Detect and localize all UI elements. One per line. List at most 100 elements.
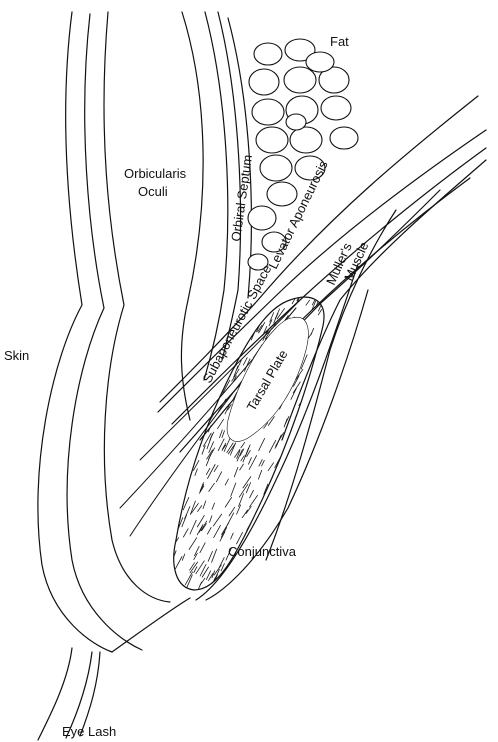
tarsal-hatch-stroke bbox=[324, 445, 327, 451]
tarsal-hatch-stroke bbox=[222, 431, 225, 438]
tarsal-hatch-stroke bbox=[329, 411, 337, 425]
tarsal-hatch-stroke bbox=[196, 332, 200, 341]
label-orbicularis-2: Oculi bbox=[138, 184, 168, 199]
tarsal-hatch-stroke bbox=[182, 515, 187, 527]
tarsal-hatch-stroke bbox=[198, 506, 202, 512]
tarsal-hatch-stroke bbox=[328, 481, 334, 491]
tarsal-hatch-stroke bbox=[299, 532, 307, 544]
tarsal-hatch-stroke bbox=[195, 289, 203, 301]
tarsal-hatch-stroke bbox=[195, 469, 198, 476]
tarsal-hatch-stroke bbox=[197, 301, 199, 307]
tarsal-hatch-stroke bbox=[302, 586, 306, 591]
tarsal-hatch-stroke bbox=[171, 510, 178, 524]
tarsal-hatch-stroke bbox=[225, 497, 231, 507]
tarsal-hatch-stroke bbox=[247, 532, 254, 542]
tarsal-hatch-stroke bbox=[177, 296, 186, 308]
tarsal-hatch-stroke bbox=[194, 567, 197, 573]
tarsal-hatch-stroke bbox=[278, 568, 282, 575]
tarsal-hatch-stroke bbox=[316, 515, 319, 522]
tarsal-hatch-stroke bbox=[297, 294, 301, 304]
tarsal-hatch-stroke bbox=[307, 435, 313, 448]
tarsal-hatch-stroke bbox=[191, 289, 199, 300]
tarsal-hatch-stroke bbox=[181, 466, 188, 479]
tarsal-hatch-stroke bbox=[324, 416, 330, 431]
tarsal-hatch-stroke bbox=[171, 439, 175, 447]
tarsal-hatch-stroke bbox=[297, 289, 303, 301]
tarsal-hatch-stroke bbox=[240, 464, 244, 470]
tarsal-hatch-stroke bbox=[178, 398, 184, 407]
tarsal-hatch-stroke bbox=[218, 419, 224, 429]
tarsal-hatch-stroke bbox=[202, 446, 205, 455]
tarsal-hatch-stroke bbox=[223, 299, 227, 305]
tarsal-hatch-stroke bbox=[249, 456, 256, 470]
tarsal-hatch-stroke bbox=[182, 554, 185, 560]
tarsal-hatch-stroke bbox=[191, 339, 199, 350]
tarsal-hatch-stroke bbox=[231, 533, 234, 539]
tarsal-hatch-stroke bbox=[186, 347, 191, 360]
tarsal-hatch-stroke bbox=[262, 509, 270, 522]
tarsal-hatch-stroke bbox=[175, 349, 180, 363]
tarsal-hatch-stroke bbox=[306, 551, 314, 563]
tarsal-hatch-stroke bbox=[259, 438, 265, 450]
tarsal-hatch-stroke bbox=[222, 523, 229, 535]
tarsal-hatch-stroke bbox=[178, 290, 181, 297]
tarsal-hatch-stroke bbox=[321, 384, 325, 392]
tarsal-hatch-stroke bbox=[199, 292, 202, 297]
tarsal-hatch-stroke bbox=[298, 571, 305, 584]
tarsal-hatch-stroke bbox=[189, 345, 192, 354]
tarsal-hatch-stroke bbox=[188, 388, 191, 394]
tarsal-hatch-stroke bbox=[323, 427, 329, 440]
tarsal-hatch-stroke bbox=[206, 468, 210, 474]
tarsal-hatch-stroke bbox=[273, 589, 277, 596]
tarsal-hatch-stroke bbox=[192, 339, 195, 345]
tarsal-hatch-stroke bbox=[324, 543, 327, 550]
tarsal-hatch-stroke bbox=[242, 510, 247, 518]
tarsal-hatch-stroke bbox=[291, 388, 297, 399]
tarsal-hatch-stroke bbox=[259, 323, 265, 334]
tarsal-hatch-stroke bbox=[310, 527, 313, 535]
tarsal-hatch-stroke bbox=[283, 530, 289, 544]
tarsal-hatch-stroke bbox=[197, 515, 204, 527]
tarsal-hatch-stroke bbox=[189, 418, 194, 428]
tarsal-hatch-stroke bbox=[190, 520, 196, 534]
tarsal-hatch-stroke bbox=[327, 443, 331, 452]
tarsal-hatch-stroke bbox=[311, 482, 318, 494]
tarsal-hatch-stroke bbox=[198, 299, 207, 312]
tarsal-hatch-stroke bbox=[304, 492, 310, 503]
tarsal-hatch-stroke bbox=[194, 339, 198, 347]
fat-pad bbox=[248, 39, 358, 270]
tarsal-hatch-stroke bbox=[259, 565, 267, 576]
tarsal-hatch-stroke bbox=[326, 308, 331, 321]
tarsal-hatch-stroke bbox=[294, 449, 297, 456]
tarsal-hatch-stroke bbox=[181, 305, 186, 314]
tarsal-hatch-stroke bbox=[327, 479, 332, 489]
tarsal-hatch-stroke bbox=[173, 343, 177, 353]
tarsal-hatch-stroke bbox=[328, 382, 335, 396]
tarsal-hatch-stroke bbox=[285, 477, 291, 487]
tarsal-hatch-stroke bbox=[221, 528, 226, 538]
tarsal-hatch-stroke bbox=[325, 547, 328, 552]
tarsal-hatch-stroke bbox=[325, 472, 331, 481]
tarsal-hatch-stroke bbox=[200, 382, 203, 388]
tarsal-hatch-stroke bbox=[324, 470, 328, 479]
tarsal-hatch-stroke bbox=[172, 525, 175, 533]
tarsal-hatch-stroke bbox=[279, 480, 284, 489]
tarsal-hatch-stroke bbox=[326, 375, 329, 382]
tarsal-hatch-stroke bbox=[313, 490, 318, 498]
levator-line-3 bbox=[172, 148, 486, 424]
tarsal-hatch-stroke bbox=[284, 493, 288, 499]
tarsal-hatch-stroke bbox=[189, 381, 195, 390]
tarsal-hatch-stroke bbox=[302, 524, 305, 530]
tarsal-hatch-stroke bbox=[270, 581, 276, 594]
tarsal-hatch-stroke bbox=[313, 460, 316, 466]
tarsal-hatch-stroke bbox=[309, 550, 315, 562]
tarsal-hatch-stroke bbox=[322, 554, 329, 564]
tarsal-hatch-stroke bbox=[247, 576, 253, 590]
tarsal-hatch-stroke bbox=[176, 340, 181, 353]
tarsal-hatch-stroke bbox=[302, 560, 306, 567]
tarsal-hatch-stroke bbox=[281, 517, 287, 530]
tarsal-hatch-stroke bbox=[285, 480, 289, 488]
tarsal-hatch-stroke bbox=[212, 503, 214, 509]
tarsal-hatch-stroke bbox=[282, 535, 285, 542]
